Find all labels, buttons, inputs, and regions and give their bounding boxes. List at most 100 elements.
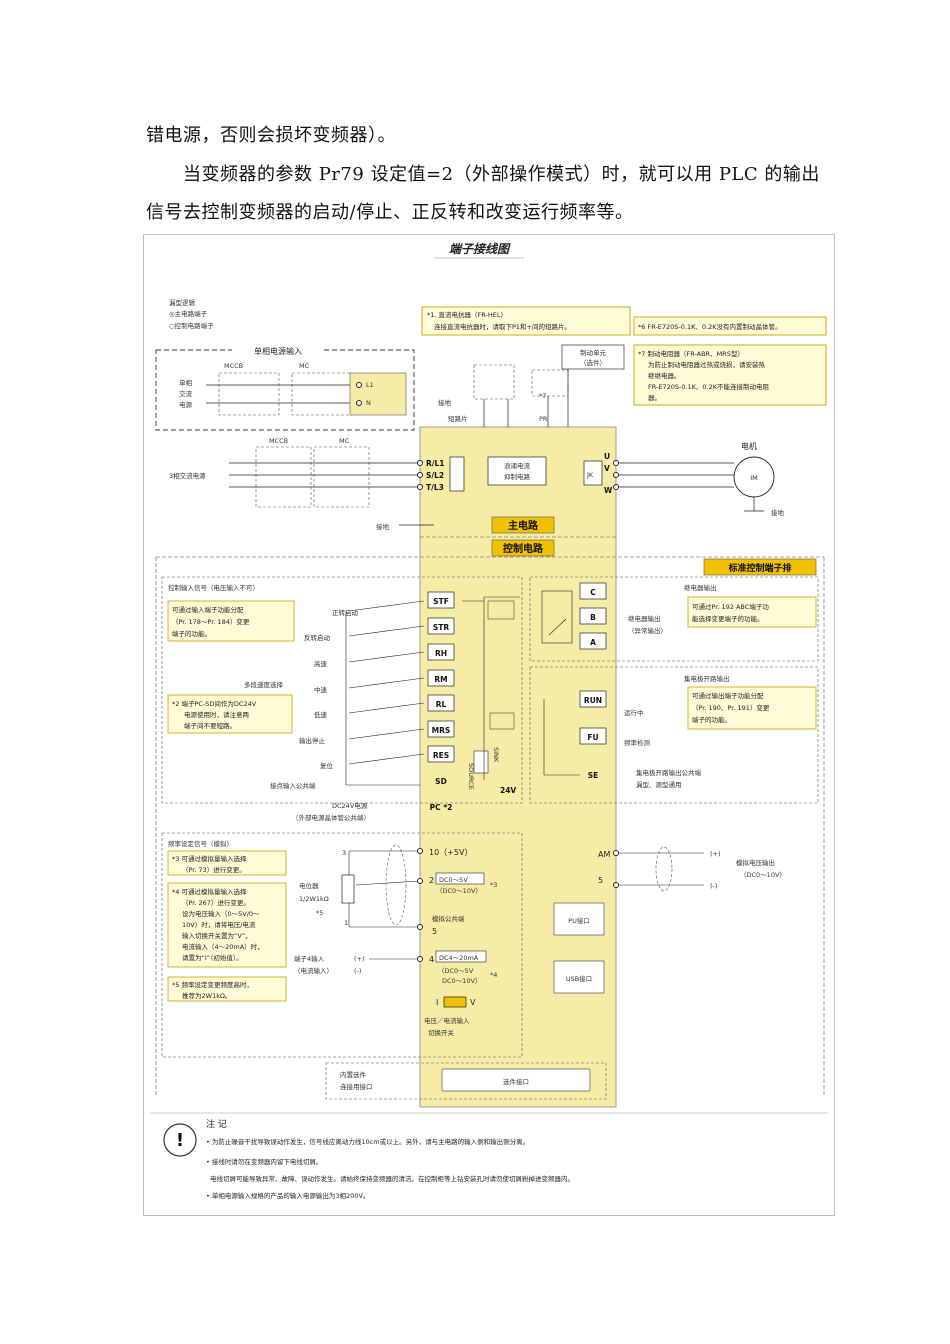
svg-text:反转启动: 反转启动 bbox=[304, 633, 331, 642]
svg-text:电位器: 电位器 bbox=[299, 881, 319, 890]
svg-text:JK: JK bbox=[586, 471, 594, 479]
svg-text:SD: SD bbox=[435, 777, 447, 786]
svg-text:能选择变更端子的功能。: 能选择变更端子的功能。 bbox=[692, 614, 764, 623]
svg-text:PC *2: PC *2 bbox=[430, 803, 453, 812]
svg-text:1/2W1kΩ: 1/2W1kΩ bbox=[299, 895, 329, 903]
paragraph-line-3: 信号去控制变频器的启动/停止、正反转和改变运行频率等。 bbox=[146, 202, 634, 223]
svg-text:运行中: 运行中 bbox=[624, 708, 644, 717]
ground-label-top: 接地 bbox=[438, 398, 452, 407]
svg-text:单相电源输入: 单相电源输入 bbox=[254, 346, 302, 356]
figure-title: 端子接线图 bbox=[449, 242, 511, 256]
svg-text:*7 制动电阻器（FR-ABR、MRS型）: *7 制动电阻器（FR-ABR、MRS型） bbox=[638, 349, 744, 358]
note-dc-reactor: *1. 直流电抗器（FR-HEL） 连接直流电抗器时，请取下P1和+间的短路片。 bbox=[421, 306, 631, 336]
svg-text:多段速度选择: 多段速度选择 bbox=[244, 680, 284, 689]
svg-text:低速: 低速 bbox=[314, 710, 328, 719]
svg-text:MCCB: MCCB bbox=[224, 362, 243, 370]
warning-icon bbox=[163, 1123, 197, 1157]
svg-text:连接直流电抗器时，请取下P1和+间的短路片。: 连接直流电抗器时，请取下P1和+间的短路片。 bbox=[434, 322, 571, 331]
svg-text:A: A bbox=[590, 638, 596, 647]
svg-text:（电流输入）: （电流输入） bbox=[294, 966, 333, 975]
legend: 漏型逻辑 ◎主电路端子 ○控制电路端子 bbox=[169, 298, 214, 330]
svg-text:W: W bbox=[604, 486, 613, 495]
main-circuit-label: 主电路 bbox=[508, 519, 539, 532]
svg-text:切换开关: 切换开关 bbox=[428, 1028, 455, 1037]
svg-text:10（+5V）: 10（+5V） bbox=[429, 848, 472, 857]
svg-text:T/L3: T/L3 bbox=[426, 483, 444, 492]
svg-text:中速: 中速 bbox=[314, 685, 328, 694]
usb-port bbox=[553, 960, 605, 994]
svg-text:可通过输入端子功能分配: 可通过输入端子功能分配 bbox=[172, 605, 244, 614]
svg-text:(-): (-) bbox=[354, 967, 361, 975]
svg-text:抑制电路: 抑制电路 bbox=[504, 472, 531, 481]
option-connector: 内置选件 连接用接口 选件接口 bbox=[325, 1062, 607, 1100]
svg-text:MC: MC bbox=[299, 362, 310, 370]
terminal-wiring-diagram: 端子接线图 漏型逻辑 ◎主电路端子 ○控制电路端子 单相电源输入 MCCB MC… bbox=[143, 234, 835, 1216]
svg-text:B: B bbox=[590, 613, 596, 622]
svg-text:RH: RH bbox=[435, 649, 447, 658]
paragraph-line-1: 错电源，否则会损坏变频器）。 bbox=[146, 125, 396, 146]
svg-text:交流: 交流 bbox=[179, 389, 193, 398]
wiring-diagram-svg: 端子接线图 漏型逻辑 ◎主电路端子 ○控制电路端子 单相电源输入 MCCB MC… bbox=[150, 242, 828, 1200]
svg-text:电线切屑可能导致异常、故障、误动作发生。请始终保持变频器的清: 电线切屑可能导致异常、故障、误动作发生。请始终保持变频器的清洁。在控制柜等上钻安… bbox=[210, 1174, 574, 1183]
svg-text:集电极开路输出公共端: 集电极开路输出公共端 bbox=[636, 768, 702, 777]
svg-text:复位: 复位 bbox=[320, 761, 334, 770]
svg-text:接点输入公共端: 接点输入公共端 bbox=[270, 781, 316, 790]
svg-text:*5 频率设定变更频度高时，: *5 频率设定变更频度高时， bbox=[172, 980, 253, 989]
svg-text:电源使用时，请注意两: 电源使用时，请注意两 bbox=[184, 710, 250, 719]
svg-text:SINK: SINK bbox=[492, 747, 500, 763]
svg-text:继继电器。: 继继电器。 bbox=[648, 371, 681, 380]
svg-text:*6 FR-E720S-0.1K、0.2K没有内置制动晶体: *6 FR-E720S-0.1K、0.2K没有内置制动晶体管。 bbox=[638, 322, 781, 331]
svg-text:24V: 24V bbox=[500, 786, 516, 795]
svg-text:RM: RM bbox=[434, 675, 447, 684]
svg-text:L1: L1 bbox=[366, 381, 374, 389]
svg-text:单相: 单相 bbox=[179, 378, 193, 387]
note-brake-resistor: *7 制动电阻器（FR-ABR、MRS型） 为防止制动电阻器过热或烧损，请安装热… bbox=[633, 344, 827, 406]
caution-notes: ! 注 记 • 为防止噪音干扰导致误动作发生，信号线应离动力线10cm或以上。另… bbox=[150, 1112, 828, 1200]
svg-text:端子间不要短路。: 端子间不要短路。 bbox=[184, 721, 236, 730]
short-bar-label: 短路片 bbox=[448, 414, 468, 423]
svg-text:推荐为2W1kΩ。: 推荐为2W1kΩ。 bbox=[182, 991, 231, 1000]
svg-text:端子4输入: 端子4输入 bbox=[294, 954, 325, 963]
svg-text:内置选件: 内置选件 bbox=[340, 1070, 367, 1079]
usb-port-label: USB接口 bbox=[566, 974, 592, 983]
svg-text:PR: PR bbox=[539, 415, 548, 423]
svg-text:MCCB: MCCB bbox=[269, 437, 288, 445]
svg-text:○控制电路端子: ○控制电路端子 bbox=[169, 321, 214, 330]
single-phase-input-box: 单相电源输入 MCCB MC 单相 交流 电源 L1 N bbox=[155, 343, 415, 431]
svg-text:（Pr. 267）进行变更。: （Pr. 267）进行变更。 bbox=[182, 898, 250, 907]
std-terminal-label: 标准控制端子排 bbox=[727, 562, 791, 574]
svg-text:4: 4 bbox=[429, 955, 434, 964]
svg-text:RES: RES bbox=[433, 751, 449, 760]
main-input-terminals: R/L1 S/L2 T/L3 浪涌电流 抑制电路 JK bbox=[417, 456, 603, 492]
svg-text:STF: STF bbox=[433, 597, 449, 606]
svg-text:频率设定信号（模拟）: 频率设定信号（模拟） bbox=[168, 839, 233, 848]
svg-text:（外部电源晶体管公共端）: （外部电源晶体管公共端） bbox=[292, 813, 370, 822]
svg-text:!: ! bbox=[176, 1130, 184, 1151]
svg-text:*4 可通过模拟量输入选择: *4 可通过模拟量输入选择 bbox=[172, 887, 247, 896]
svg-text:*3 可通过模拟量输入选择: *3 可通过模拟量输入选择 bbox=[172, 854, 247, 863]
svg-text:RL: RL bbox=[436, 700, 447, 709]
svg-text:DC24V电源: DC24V电源 bbox=[332, 801, 368, 810]
svg-text:（异常输出）: （异常输出） bbox=[628, 626, 667, 635]
pu-port bbox=[553, 902, 605, 936]
svg-text:控制输入信号（电压输入不可）: 控制输入信号（电压输入不可） bbox=[168, 583, 259, 592]
svg-text:可通过输出端子功能分配: 可通过输出端子功能分配 bbox=[692, 691, 764, 700]
open-collector-section: 集电极开路输出 可通过输出端子功能分配 （Pr. 190、Pr. 191）变更 … bbox=[529, 666, 819, 804]
svg-text:器。: 器。 bbox=[648, 394, 661, 402]
svg-text:（DC0～5V: （DC0～5V bbox=[438, 967, 474, 975]
svg-text:*4: *4 bbox=[490, 971, 497, 979]
svg-text:IM: IM bbox=[750, 474, 758, 482]
svg-text:浪涌电流: 浪涌电流 bbox=[504, 461, 531, 470]
svg-text:10V）时，请将电压/电流: 10V）时，请将电压/电流 bbox=[182, 920, 256, 929]
svg-text:请置为“I”（初始值）。: 请置为“I”（初始值）。 bbox=[182, 953, 243, 962]
svg-text:SOURCE: SOURCE bbox=[467, 763, 475, 790]
svg-text:(+): (+) bbox=[710, 850, 721, 858]
frequency-setting-section: 频率设定信号（模拟） *3 可通过模拟量输入选择 （Pr. 73）进行变更。 *… bbox=[161, 832, 523, 1058]
svg-text:1: 1 bbox=[344, 919, 348, 927]
svg-text:I: I bbox=[436, 998, 438, 1007]
analog-output: AM 5 (+) (-) 模拟电压输出 （DC0～10V） bbox=[598, 846, 786, 892]
note-brake-transistor: *6 FR-E720S-0.1K、0.2K没有内置制动晶体管。 bbox=[633, 316, 827, 336]
svg-text:继电器输出: 继电器输出 bbox=[684, 583, 717, 592]
svg-text:连接用接口: 连接用接口 bbox=[340, 1082, 373, 1091]
svg-text:FR-E720S-0.1K、0.2K不能连接制动电阻: FR-E720S-0.1K、0.2K不能连接制动电阻 bbox=[648, 382, 770, 391]
